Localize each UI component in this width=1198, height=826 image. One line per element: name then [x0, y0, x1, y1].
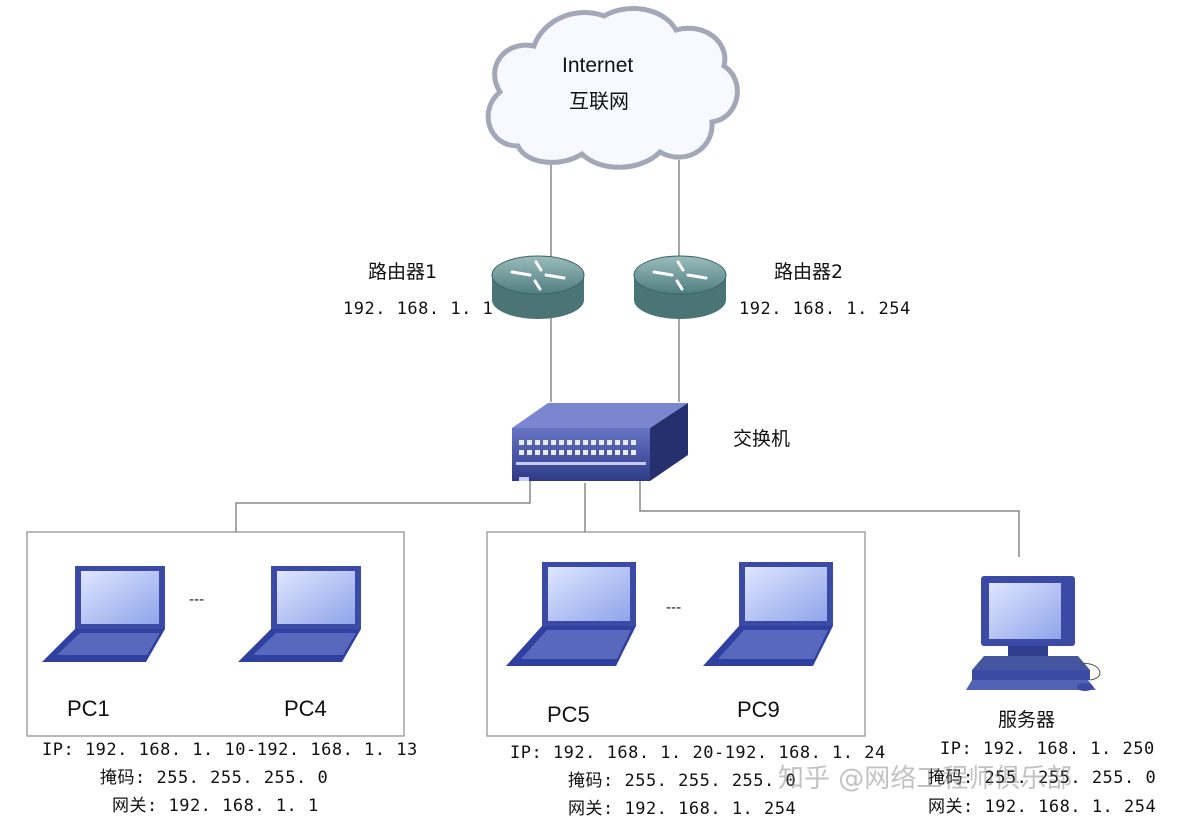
group-2-ip-range: IP: 192. 168. 1. 20-192. 168. 1. 24 — [510, 743, 886, 763]
laptop-icon-pc9 — [703, 562, 833, 666]
server-name: 服务器 — [998, 709, 1056, 731]
laptop-icon-pc1 — [42, 566, 165, 662]
server-ip: IP: 192. 168. 1. 250 — [940, 739, 1155, 759]
laptop-icon-pc5 — [506, 562, 636, 666]
group-1-mask: 掩码: 255. 255. 255. 0 — [100, 768, 329, 788]
router-1-name: 路由器1 — [368, 261, 438, 283]
server-computer-icon — [966, 576, 1101, 691]
group-2-mask: 掩码: 255. 255. 255. 0 — [568, 771, 797, 791]
server-mask: 掩码: 255. 255. 255. 0 — [928, 768, 1157, 788]
pc-label-pc1: PC1 — [67, 696, 110, 721]
connection-lines — [235, 160, 1020, 557]
switch-icon — [512, 403, 688, 481]
internet-subtitle: 互联网 — [569, 89, 629, 113]
pc-group-1-box — [26, 531, 405, 737]
router-2-ip: 192. 168. 1. 254 — [739, 299, 911, 319]
laptop-icon-pc4 — [238, 566, 361, 662]
pc-label-pc4: PC4 — [284, 696, 327, 721]
router-1-icon — [491, 255, 585, 319]
internet-title: Internet — [562, 54, 634, 77]
server-gateway: 网关: 192. 168. 1. 254 — [928, 797, 1157, 817]
group-1-ip-range: IP: 192. 168. 1. 10-192. 168. 1. 13 — [42, 740, 418, 760]
internet-cloud — [485, 6, 740, 170]
router-2-name: 路由器2 — [774, 261, 844, 283]
group-1-gateway: 网关: 192. 168. 1. 1 — [112, 796, 319, 816]
pc-group-2-ellipsis: --- — [666, 600, 682, 616]
router-1-ip: 192. 168. 1. 1 — [343, 299, 494, 319]
pc-label-pc5: PC5 — [547, 702, 590, 727]
router-2-icon — [633, 255, 727, 319]
pc-group-1-ellipsis: --- — [189, 592, 205, 608]
group-2-gateway: 网关: 192. 168. 1. 254 — [568, 799, 797, 819]
pc-group-2-box — [486, 531, 866, 737]
pc-label-pc9: PC9 — [737, 697, 780, 722]
zhihu-watermark: 知乎 @网络工程师俱乐部 — [778, 764, 1073, 794]
switch-name: 交换机 — [733, 428, 791, 450]
